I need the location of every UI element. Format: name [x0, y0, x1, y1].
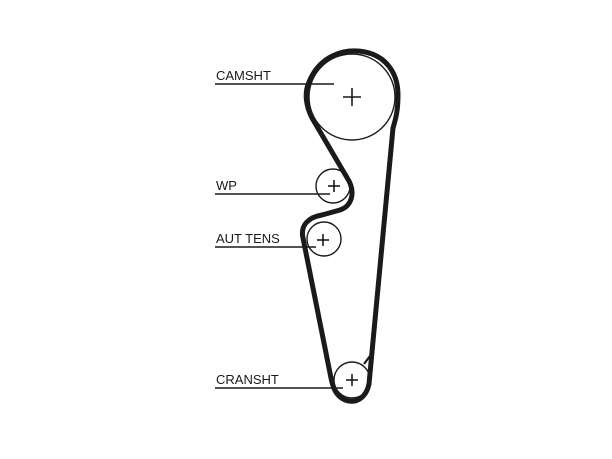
- camshaft-label: CAMSHT: [216, 68, 271, 83]
- auto-tensioner-pulley: [306, 221, 342, 257]
- camshaft-pulley: [308, 53, 396, 141]
- water-pump-label: WP: [216, 178, 237, 193]
- auto-tensioner-label: AUT TENS: [216, 231, 280, 246]
- timing-belt: [299, 48, 401, 404]
- crankshaft-label: CRANSHT: [216, 372, 279, 387]
